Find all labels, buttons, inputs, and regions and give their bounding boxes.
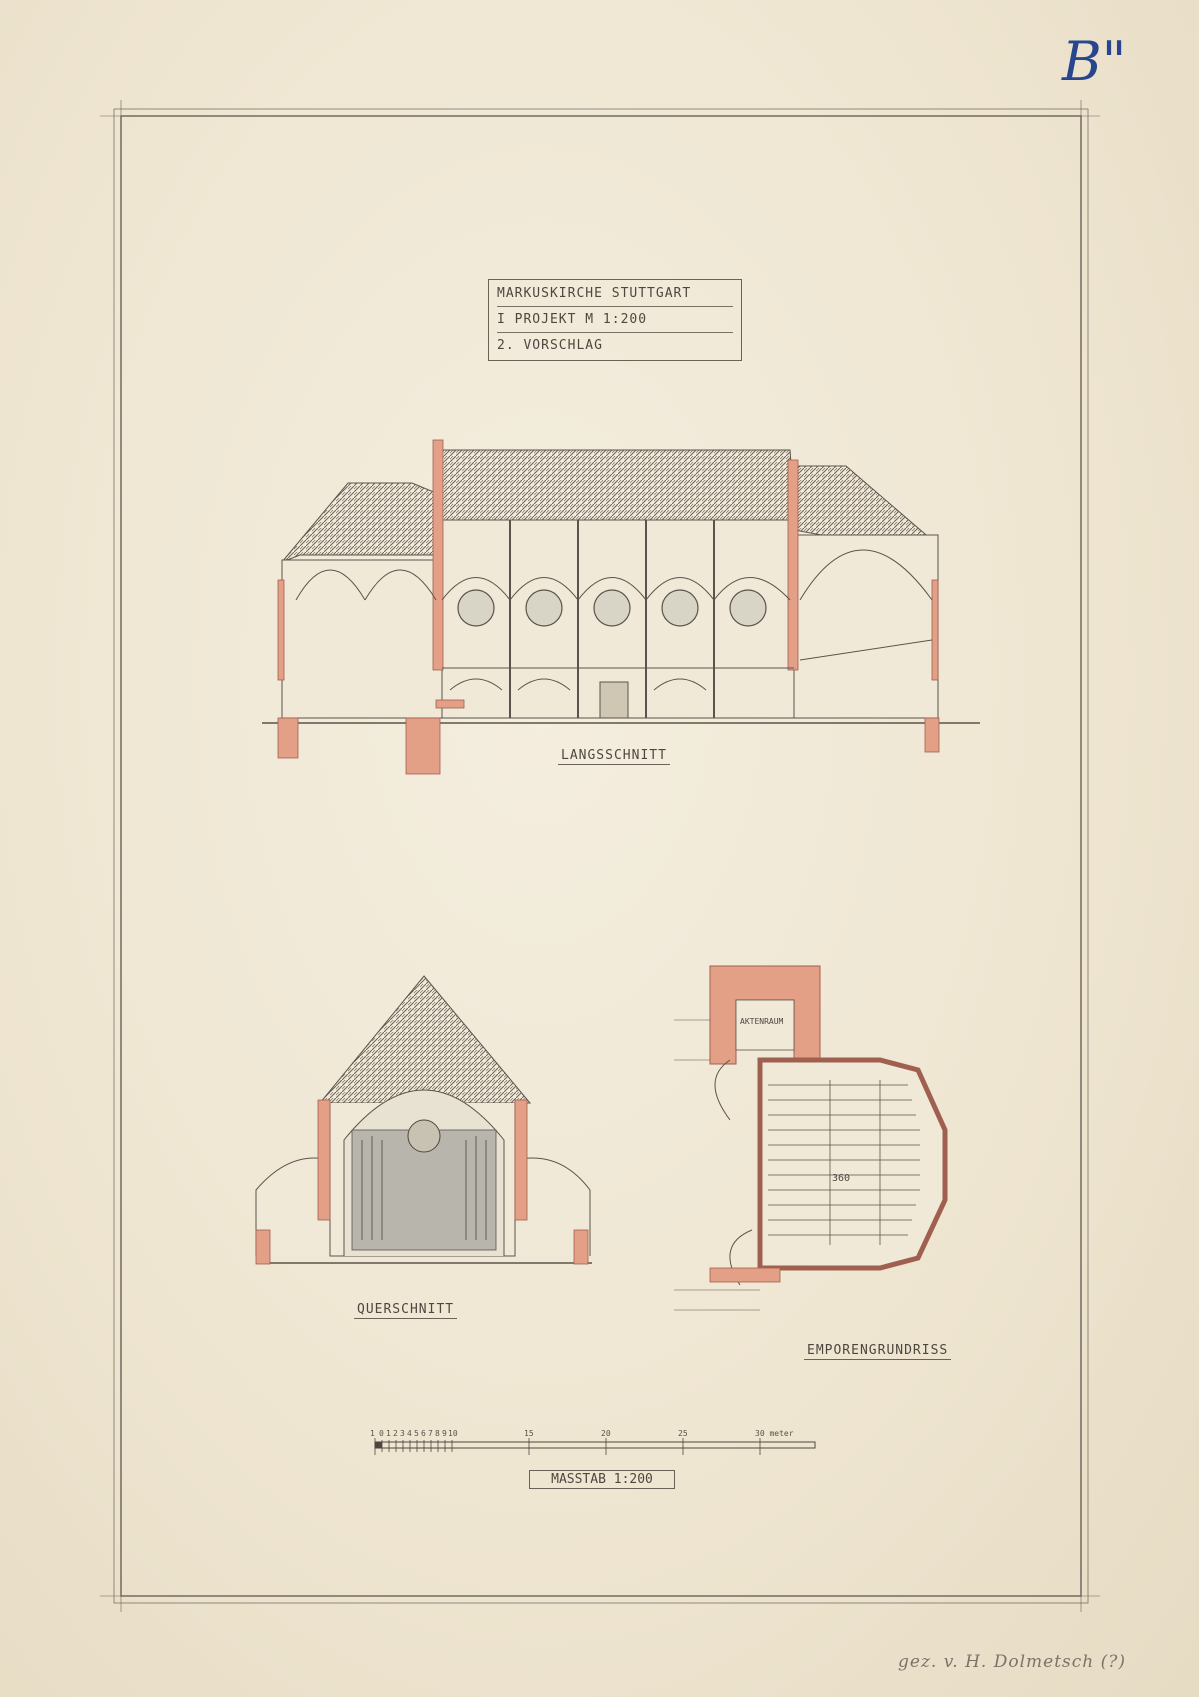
scale-tick: 7 xyxy=(428,1429,433,1438)
longitudinal-section-label: LANGSSCHNITT xyxy=(558,748,670,765)
title-line-1: MARKUSKIRCHE STUTTGART xyxy=(497,282,733,307)
scale-tick: 4 xyxy=(407,1429,412,1438)
scale-bar-drawing xyxy=(374,1438,816,1455)
title-block: MARKUSKIRCHE STUTTGART I PROJEKT M 1:200… xyxy=(488,279,742,361)
gallery-room-label: AKTENRAUM xyxy=(740,1017,784,1026)
gallery-plan-label: EMPORENGRUNDRISS xyxy=(804,1343,952,1360)
cross-section-drawing xyxy=(255,975,592,1265)
title-line-3: 2. VORSCHLAG xyxy=(497,338,603,353)
scale-tick: 1 xyxy=(386,1429,391,1438)
scale-tick: 20 xyxy=(601,1429,611,1438)
title-line-2: I PROJEKT M 1:200 xyxy=(497,308,733,333)
scale-tick: 0 xyxy=(379,1429,384,1438)
scale-tick: 9 xyxy=(442,1429,447,1438)
scale-tick: 5 xyxy=(414,1429,419,1438)
scale-tick: 10 xyxy=(448,1429,458,1438)
scale-tick: 25 xyxy=(678,1429,688,1438)
scale-bar-title: MASSTAB 1:200 xyxy=(529,1470,675,1489)
pencil-attribution-note: gez. v. H. Dolmetsch (?) xyxy=(898,1652,1127,1672)
gallery-seats-label: 360 xyxy=(832,1173,851,1184)
scale-tick: 30 meter xyxy=(755,1429,794,1438)
gallery-plan-drawing xyxy=(674,965,948,1311)
scale-tick: 3 xyxy=(400,1429,405,1438)
scale-tick: 6 xyxy=(421,1429,426,1438)
scale-tick: 15 xyxy=(524,1429,534,1438)
cross-section-label: QUERSCHNITT xyxy=(354,1302,458,1319)
longitudinal-section-drawing xyxy=(262,439,980,775)
sheet-corner-mark: B" xyxy=(1062,30,1127,93)
border-frame xyxy=(100,100,1100,1612)
scale-tick: 1 xyxy=(370,1429,375,1438)
scale-tick: 2 xyxy=(393,1429,398,1438)
scale-tick: 8 xyxy=(435,1429,440,1438)
